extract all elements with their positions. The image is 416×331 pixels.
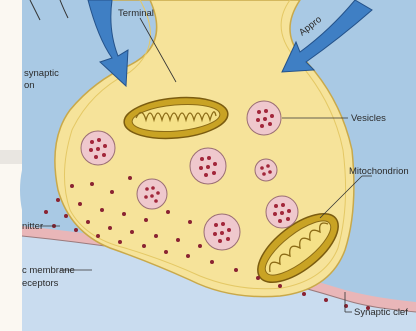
label-vesicles: Vesicles <box>351 113 386 124</box>
page-edge-strip <box>0 150 22 164</box>
vesicle <box>190 148 226 184</box>
label-mitochondrion: Mitochondrion <box>349 166 409 177</box>
vesicle <box>204 214 240 250</box>
vesicle <box>247 101 281 135</box>
label-synaptic-left: synaptic <box>24 68 59 79</box>
vesicle <box>137 179 167 209</box>
vesicle <box>81 131 115 165</box>
label-receptors: eceptors <box>22 278 59 289</box>
vesicle <box>255 159 277 181</box>
label-terminal: Terminal <box>118 8 154 19</box>
label-synaptic-cleft: Synaptic clef <box>354 307 408 318</box>
label-transmitter: nitter <box>22 221 43 232</box>
vesicle <box>266 196 298 228</box>
label-membrane: c membrane <box>22 265 75 276</box>
label-on: on <box>24 80 35 91</box>
